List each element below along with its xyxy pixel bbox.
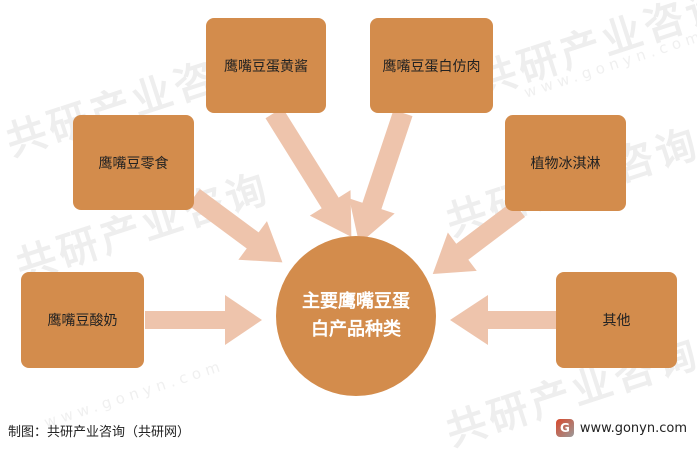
center-title-line2: 白产品种类 — [311, 319, 401, 340]
arrow-from-snack — [188, 188, 283, 263]
arrow-from-ice-cream — [432, 201, 526, 274]
category-box-meat-substitute: 鹰嘴豆蛋白仿肉 — [370, 18, 493, 113]
website-url[interactable]: www.gonyn.com — [579, 420, 687, 436]
category-label: 鹰嘴豆蛋白仿肉 — [382, 58, 481, 75]
arrow-from-yogurt — [145, 295, 262, 345]
category-label: 鹰嘴豆酸奶 — [47, 313, 118, 329]
category-label: 其他 — [602, 313, 631, 329]
category-box-yogurt: 鹰嘴豆酸奶 — [21, 272, 144, 368]
category-label: 鹰嘴豆零食 — [98, 155, 169, 172]
arrows-layer — [145, 107, 556, 345]
category-box-other: 其他 — [556, 272, 677, 368]
arrow-from-meat — [349, 109, 413, 244]
arrow-from-other — [450, 295, 556, 345]
category-label: 鹰嘴豆蛋黄酱 — [224, 58, 308, 75]
center-title-line1: 主要鹰嘴豆蛋 — [302, 291, 410, 312]
gonyn-logo-icon: G — [555, 419, 574, 437]
category-box-snack: 鹰嘴豆零食 — [73, 115, 194, 210]
website-credit: G www.gonyn.com — [555, 419, 687, 437]
source-credit: 制图：共研产业咨询（共研网） — [8, 425, 191, 440]
arrow-from-mayo — [265, 107, 352, 237]
category-box-mayonnaise: 鹰嘴豆蛋黄酱 — [206, 18, 326, 113]
category-label: 植物冰淇淋 — [530, 156, 601, 172]
center-topic-circle: 主要鹰嘴豆蛋 白产品种类 — [276, 236, 436, 396]
category-box-ice-cream: 植物冰淇淋 — [505, 115, 626, 211]
